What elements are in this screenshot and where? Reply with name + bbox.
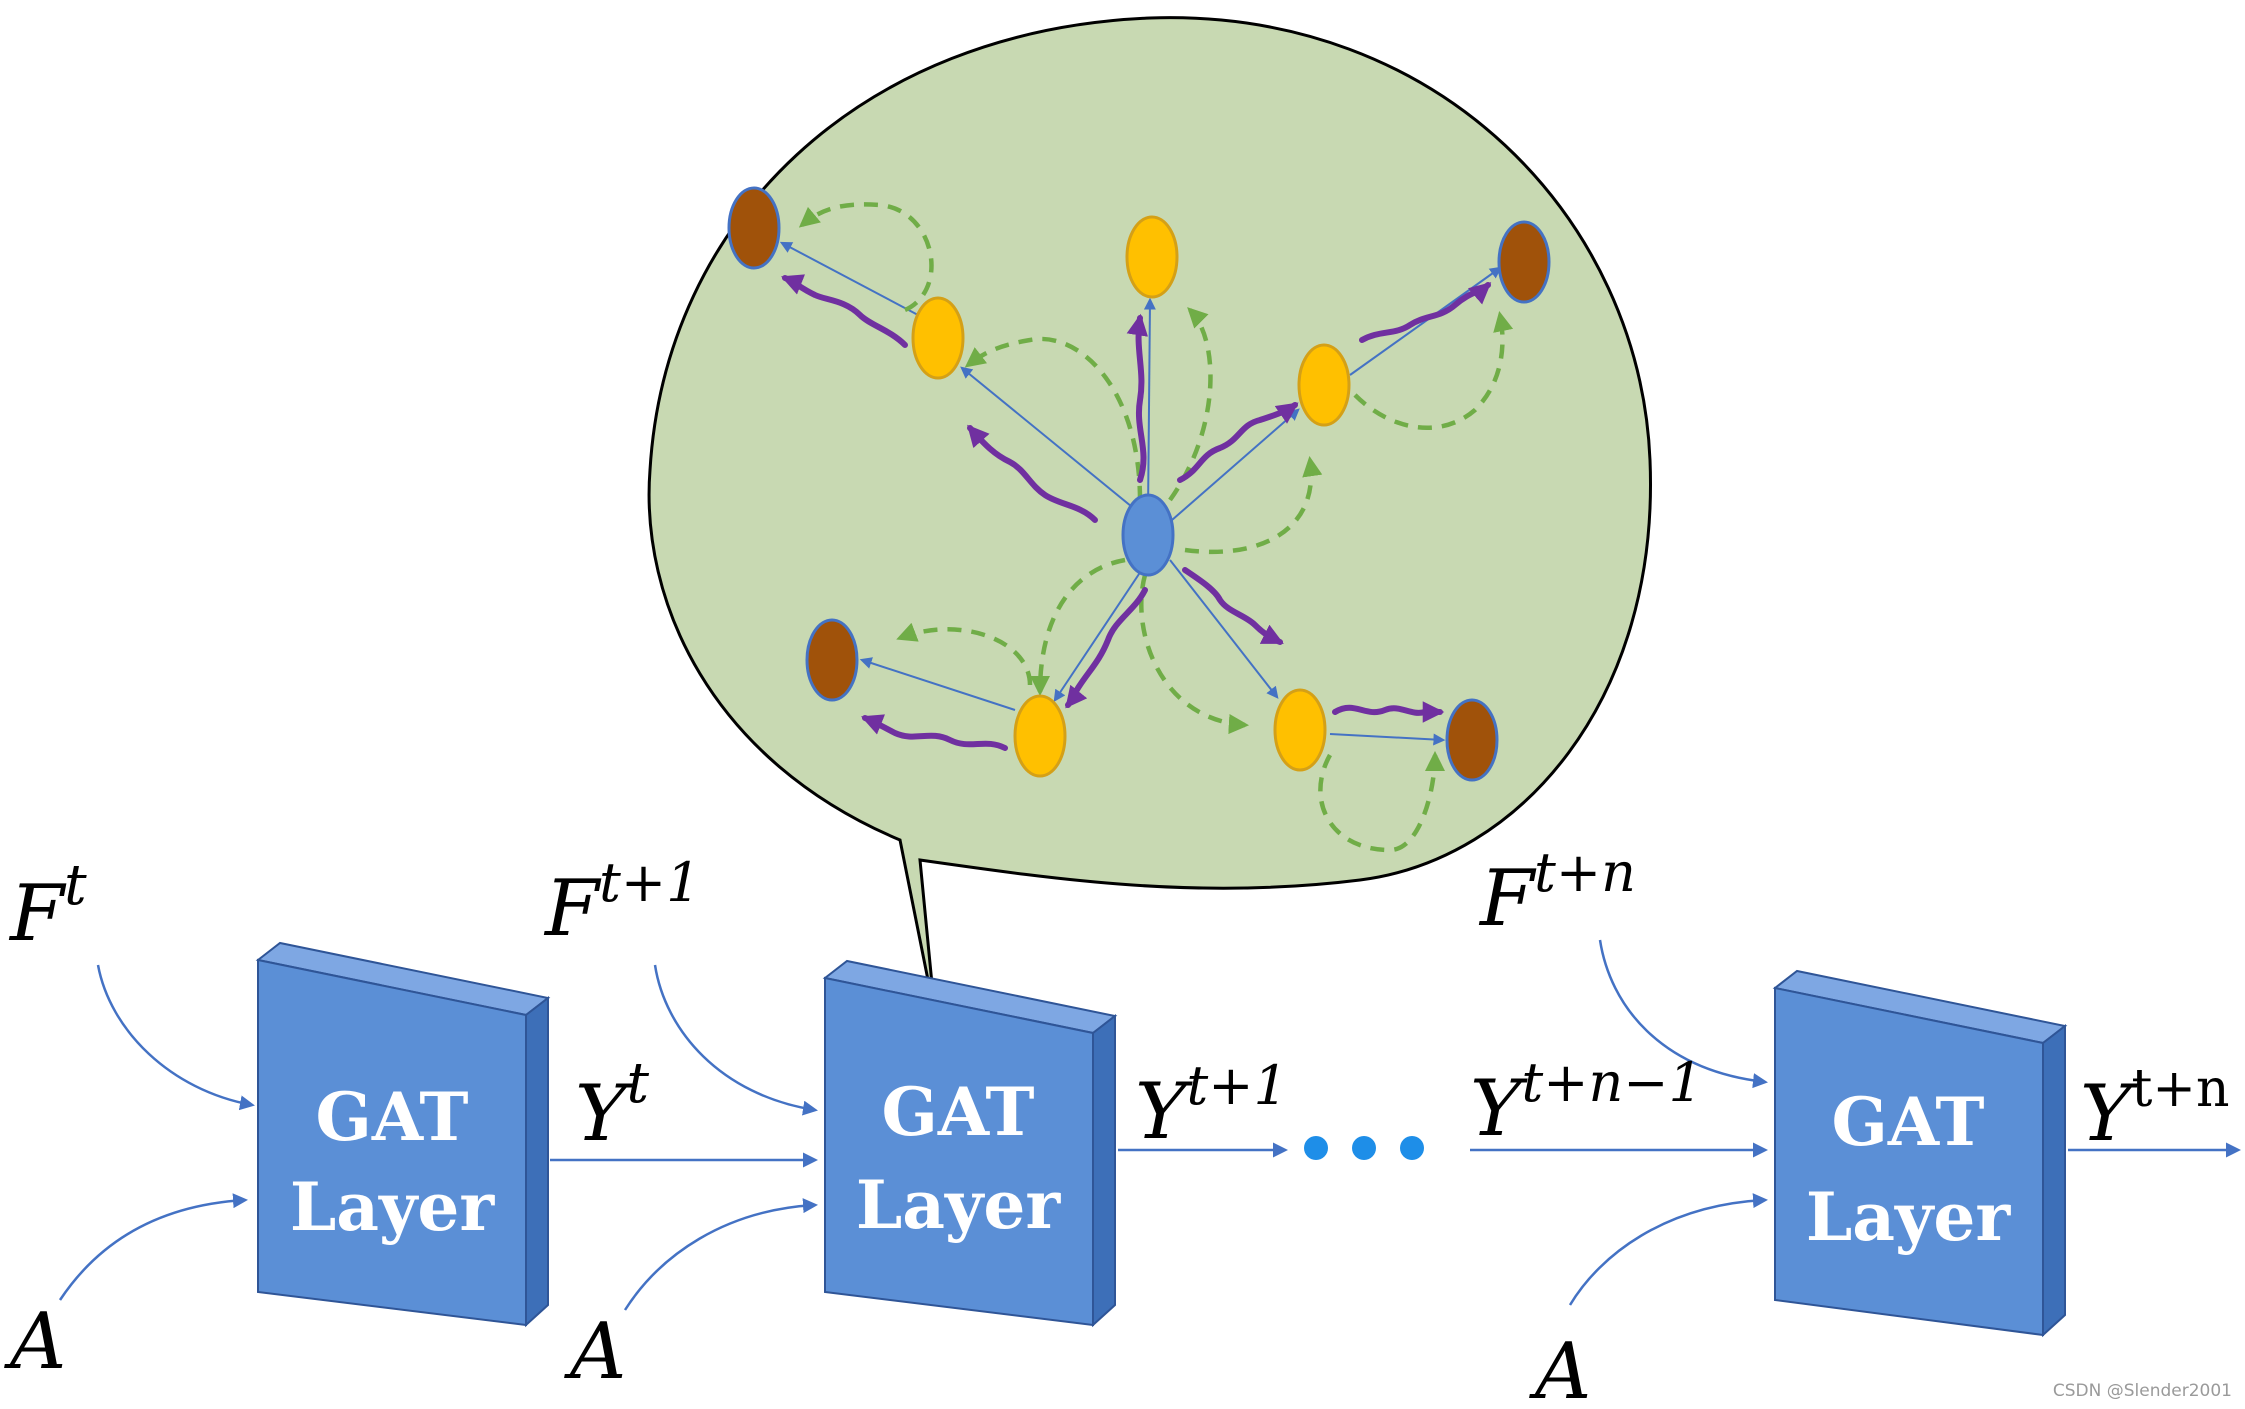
attention-arc xyxy=(964,336,1143,501)
block-label-line1: GAT xyxy=(1831,1083,1984,1161)
adjacency-input-arrow-1 xyxy=(58,1193,248,1301)
ellipsis-dot xyxy=(1400,1136,1424,1160)
label-f-t1: Ft+1 xyxy=(543,851,700,954)
graph-edges xyxy=(779,241,1502,746)
message-arrow xyxy=(780,274,908,348)
block-front xyxy=(1774,986,2044,1337)
message-arrow xyxy=(1359,282,1492,343)
edge xyxy=(1169,559,1279,699)
neighbor-node xyxy=(1013,694,1067,778)
label-y-t1: Yt+1 xyxy=(1135,1054,1288,1157)
label-y-tn1: Yt+n−1 xyxy=(1470,1051,1703,1154)
label-f-t: Ft xyxy=(8,853,87,959)
message-arrow xyxy=(1177,402,1299,483)
block-side xyxy=(525,995,549,1328)
feature-input-arrow-1 xyxy=(96,964,255,1111)
edge xyxy=(779,241,919,316)
block-side xyxy=(1092,1013,1116,1328)
edge xyxy=(1053,564,1146,702)
edge xyxy=(960,366,1149,521)
attention-arc xyxy=(1353,311,1514,430)
block-label-line1: GAT xyxy=(881,1073,1034,1151)
label-a-2: A xyxy=(564,1307,626,1397)
label-y-tn: Yt+n xyxy=(2080,1059,2229,1159)
ellipsis-dot xyxy=(1352,1136,1376,1160)
label-a-1: A xyxy=(4,1297,66,1387)
block-front xyxy=(257,958,527,1327)
gat-layer-block-2: GAT Layer xyxy=(822,959,1118,1328)
feature-input-arrow-2 xyxy=(653,964,818,1116)
neighbor-node xyxy=(1125,215,1179,299)
message-arrow xyxy=(967,424,1098,523)
outer-node xyxy=(1445,698,1499,782)
message-arrow xyxy=(1126,313,1149,483)
attention-arc xyxy=(1139,574,1250,735)
block-label-line2: Layer xyxy=(856,1166,1062,1244)
flow-arrows xyxy=(58,939,2241,1311)
block-label-line2: Layer xyxy=(1806,1178,2012,1256)
label-a-3: A xyxy=(1529,1327,1591,1409)
neighbor-node xyxy=(1273,688,1327,772)
attention-arc xyxy=(798,202,934,313)
edge xyxy=(1143,297,1156,516)
label-y-t: Yt xyxy=(575,1051,650,1159)
block-label-line2: Layer xyxy=(290,1168,496,1246)
graph-nodes xyxy=(727,186,1551,782)
adjacency-input-arrow-3 xyxy=(1568,1193,1768,1306)
adjacency-input-arrow-2 xyxy=(623,1198,818,1311)
message-arrow xyxy=(1065,587,1148,709)
neighbor-node xyxy=(911,296,965,380)
message-arrow xyxy=(1332,701,1445,723)
block-label-line1: GAT xyxy=(315,1078,468,1156)
message-arrows xyxy=(780,274,1492,751)
edge xyxy=(1171,408,1300,521)
edge xyxy=(1329,733,1446,746)
outer-node xyxy=(727,186,781,270)
outer-node xyxy=(1497,220,1551,304)
edge xyxy=(859,657,1016,711)
ellipsis-dots xyxy=(1304,1136,1424,1160)
outer-node xyxy=(805,618,859,702)
neighbor-node xyxy=(1297,343,1351,427)
feature-input-arrow-3 xyxy=(1598,939,1768,1089)
watermark: CSDN @Slender2001 xyxy=(2053,1381,2232,1401)
block-front xyxy=(824,976,1094,1327)
gat-layer-block-3: GAT Layer xyxy=(1772,969,2068,1338)
message-arrow xyxy=(1182,567,1284,645)
message-arrow xyxy=(860,714,1008,751)
ellipsis-dot xyxy=(1304,1136,1328,1160)
label-f-tn: Ft+n xyxy=(1478,841,1636,944)
gat-layer-block-1: GAT Layer xyxy=(255,941,551,1328)
attention-arc xyxy=(1184,455,1323,555)
attention-arc xyxy=(1029,557,1126,697)
center-node xyxy=(1121,493,1175,577)
block-side xyxy=(2042,1023,2066,1338)
